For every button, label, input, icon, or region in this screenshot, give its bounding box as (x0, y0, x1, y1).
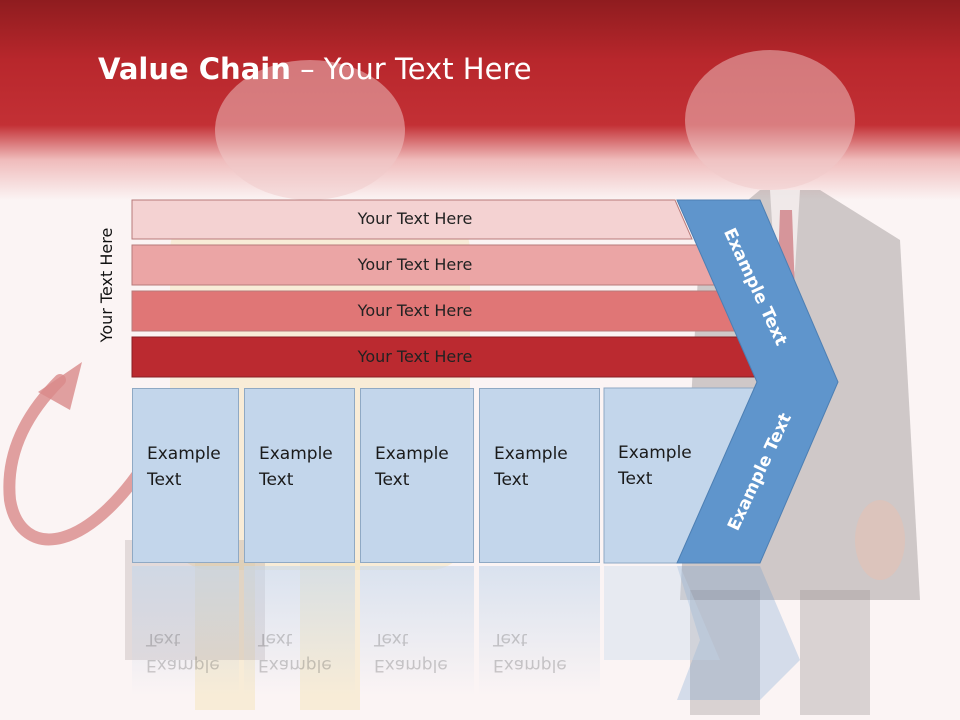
title-rest: – Your Text Here (290, 52, 532, 86)
primary-box-4-label: Example Text (494, 444, 568, 490)
primary-box-1-reflection: Example Text (132, 566, 239, 696)
primary-box-3-label: Example Text (375, 444, 449, 490)
support-bar-1-label: Your Text Here (357, 209, 473, 228)
primary-box-3-reflection-label: Example Text (374, 629, 448, 675)
primary-box-3: Example Text (360, 388, 474, 563)
primary-box-5-label: Example Text (618, 443, 692, 489)
margin-chevron-reflection (677, 566, 800, 700)
primary-box-4-reflection: Example Text (479, 566, 600, 696)
support-bar-3-label: Your Text Here (357, 301, 473, 320)
support-bar-2-label: Your Text Here (357, 255, 473, 274)
primary-box-3-reflection: Example Text (360, 566, 474, 696)
title-bold: Value Chain (98, 52, 291, 86)
primary-box-2-reflection: Example Text (244, 566, 355, 696)
primary-box-1: Example Text (132, 388, 239, 563)
slide-title: Value Chain – Your Text Here (98, 52, 532, 86)
primary-box-4: Example Text (479, 388, 600, 563)
primary-box-2-reflection-label: Example Text (258, 629, 332, 675)
primary-box-4-reflection-label: Example Text (493, 629, 567, 675)
primary-box-5-reflection (604, 566, 720, 660)
support-bar-1 (131, 199, 693, 240)
primary-box-2-label: Example Text (259, 444, 333, 490)
primary-box-2: Example Text (244, 388, 355, 563)
margin-chevron (676, 199, 839, 564)
support-bar-4-label: Your Text Here (357, 347, 473, 366)
primary-box-1-label: Example Text (147, 444, 221, 490)
primary-box-1-reflection-label: Example Text (146, 629, 220, 675)
